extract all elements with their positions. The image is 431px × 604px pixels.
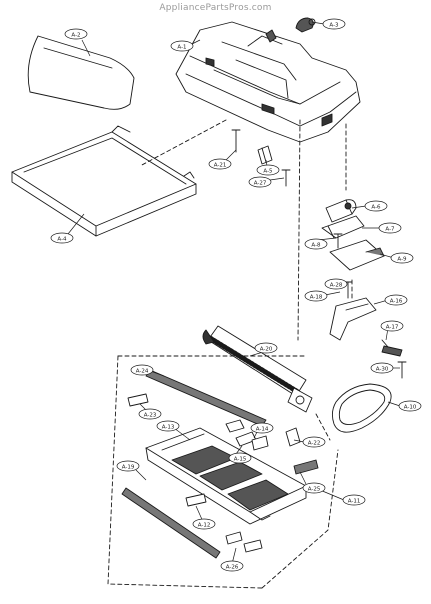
part-cord-hook [295, 17, 316, 33]
callouts: A-2 A-1 A-3 A-4 A-21 A-5 A-27 A-6 A-7 A-… [50, 18, 422, 572]
part-bumper-strip [27, 35, 135, 110]
callout-a15-label: A-15 [234, 456, 247, 462]
callout-a19: A-19 [116, 460, 140, 472]
callout-a7-label: A-7 [385, 226, 395, 232]
callout-a9-label: A-9 [397, 256, 407, 262]
callout-a21: A-21 [208, 158, 232, 170]
part-base-plate [145, 427, 307, 525]
callout-a20: A-20 [254, 342, 278, 354]
part-switch-assembly [321, 199, 385, 271]
part-small-clips [185, 419, 319, 553]
callout-a23-label: A-23 [144, 412, 157, 418]
part-screws-clip [231, 129, 291, 187]
callout-a14-label: A-14 [256, 426, 269, 432]
callout-a22: A-22 [302, 436, 326, 448]
callout-a8: A-8 [304, 238, 328, 250]
callout-a26: A-26 [220, 560, 244, 572]
callout-a2-label: A-2 [71, 32, 80, 38]
callout-a10: A-10 [398, 400, 422, 412]
part-brushroll [202, 325, 313, 413]
callout-a24-label: A-24 [136, 368, 149, 374]
callout-a25: A-25 [302, 482, 326, 494]
callout-a12: A-12 [192, 518, 216, 530]
callout-a22-label: A-22 [308, 440, 321, 446]
callout-a17-label: A-17 [386, 324, 399, 330]
callout-a3-label: A-3 [329, 22, 339, 28]
callout-a16-label: A-16 [390, 298, 403, 304]
callout-a15: A-15 [228, 452, 252, 464]
callout-a30: A-30 [370, 362, 394, 374]
callout-a28-label: A-28 [330, 282, 343, 288]
callout-a5-label: A-5 [263, 168, 273, 174]
callout-a30-label: A-30 [376, 366, 389, 372]
callout-a19-label: A-19 [122, 464, 135, 470]
callout-a11: A-11 [342, 494, 366, 506]
callout-a20-label: A-20 [260, 346, 273, 352]
callout-a18-label: A-18 [310, 294, 323, 300]
callout-a21-label: A-21 [214, 162, 227, 168]
callout-a13: A-13 [156, 420, 180, 432]
callout-a8-label: A-8 [311, 242, 321, 248]
callout-a13-label: A-13 [162, 424, 175, 430]
callout-a28: A-28 [324, 278, 348, 290]
part-hood-housing [175, 21, 361, 143]
callout-a11-label: A-11 [348, 498, 361, 504]
part-drive-belt [331, 383, 392, 433]
watermark: AppliancePartsPros.com [159, 3, 272, 13]
leader-lines [67, 21, 401, 565]
callout-a3: A-3 [322, 18, 346, 30]
callout-a6: A-6 [364, 200, 388, 212]
callout-a17: A-17 [380, 320, 404, 332]
callout-a12-label: A-12 [198, 522, 211, 528]
assembly-boundary [107, 119, 353, 589]
callout-a23: A-23 [138, 408, 162, 420]
callout-a24: A-24 [130, 364, 154, 376]
callout-a25-label: A-25 [308, 486, 321, 492]
callout-a5: A-5 [256, 164, 280, 176]
callout-a27: A-27 [248, 176, 272, 188]
callout-a7: A-7 [378, 222, 402, 234]
callout-a4: A-4 [50, 232, 74, 244]
callout-a14: A-14 [250, 422, 274, 434]
callout-a10-label: A-10 [404, 404, 417, 410]
callout-a6-label: A-6 [371, 204, 381, 210]
callout-a4-label: A-4 [57, 236, 67, 242]
callout-a27-label: A-27 [254, 180, 267, 186]
callout-a26-label: A-26 [226, 564, 239, 570]
callout-a1: A-1 [170, 40, 194, 52]
part-pedal-spring [329, 281, 407, 379]
callout-a1-label: A-1 [177, 44, 186, 50]
part-base-frame [11, 125, 197, 237]
callout-a2: A-2 [64, 28, 88, 40]
callout-a18: A-18 [304, 290, 328, 302]
callout-a9: A-9 [390, 252, 414, 264]
callout-a16: A-16 [384, 294, 408, 306]
